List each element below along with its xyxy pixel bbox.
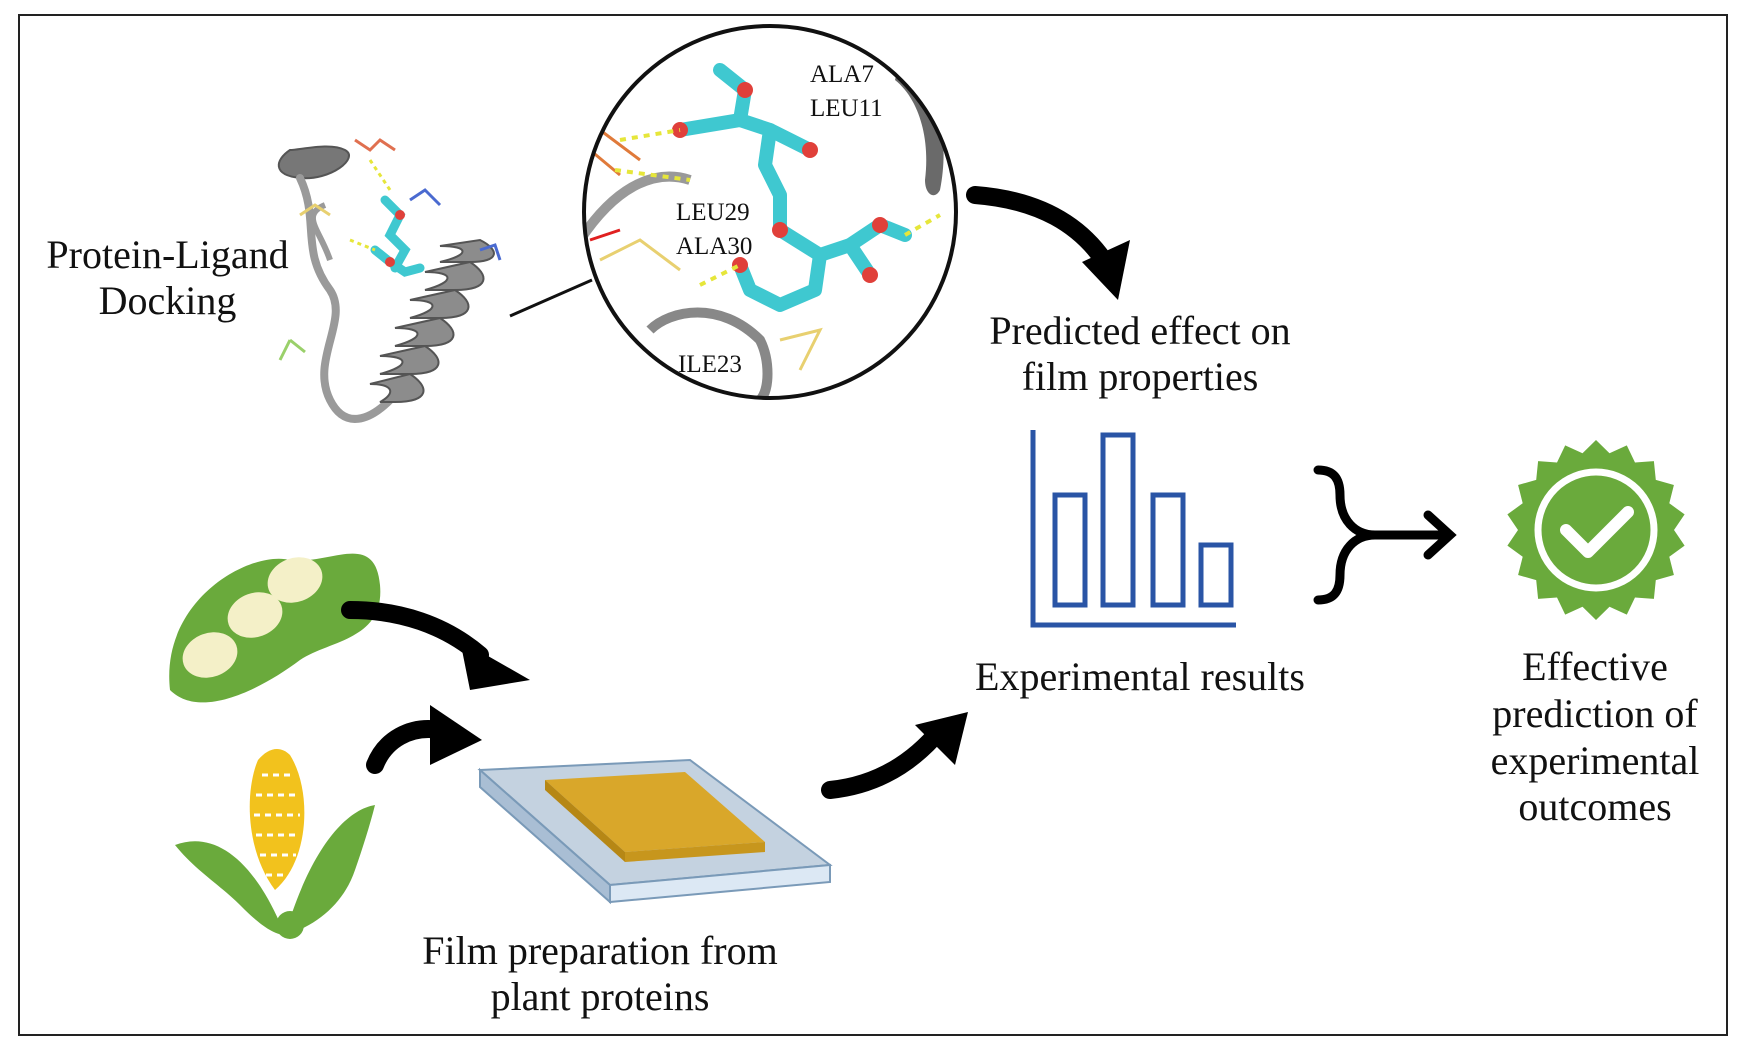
arrow-corn-to-film	[366, 705, 482, 774]
residue-label-2: LEU11	[810, 95, 883, 122]
effective-label-line2: prediction of	[1492, 690, 1698, 736]
residue-label-3: LEU29	[676, 199, 750, 226]
protein-structure-icon	[277, 138, 502, 423]
effective-prediction-label: Effective prediction of experimental out…	[1465, 644, 1725, 831]
bar-chart-icon	[1030, 430, 1236, 628]
corn-icon	[175, 748, 375, 939]
zoom-connector-line	[509, 278, 593, 318]
docking-label-line2: Docking	[98, 278, 237, 323]
film-plate-icon	[477, 758, 833, 905]
soybean-icon	[169, 553, 381, 703]
predicted-label-line1: Predicted effect on	[989, 308, 1291, 353]
residue-label-1: ALA7	[810, 61, 874, 88]
docking-label: Protein-Ligand Docking	[20, 232, 315, 324]
predicted-label: Predicted effect on film properties	[945, 308, 1335, 400]
arrow-soy-to-film	[341, 601, 530, 690]
arrow-to-prediction	[966, 186, 1130, 300]
arrow-film-to-results	[821, 712, 968, 799]
figure-frame	[18, 14, 1728, 1036]
film-label-line1: Film preparation from	[422, 928, 778, 973]
experimental-results-label: Experimental results	[975, 654, 1305, 699]
film-label-line2: plant proteins	[490, 974, 710, 1019]
film-preparation-label: Film preparation from plant proteins	[370, 928, 830, 1020]
verified-seal-icon	[1507, 440, 1685, 620]
effective-label-line4: outcomes	[1518, 784, 1672, 830]
residue-label-4: ALA30	[676, 233, 752, 260]
effective-label-line1: Effective	[1522, 644, 1668, 689]
docking-label-line1: Protein-Ligand	[46, 232, 289, 277]
merge-arrow-icon	[1313, 465, 1457, 605]
effective-label-line3: experimental	[1490, 737, 1700, 783]
residue-label-5: ILE23	[678, 351, 742, 378]
docking-zoom-icon: ALA7 LEU11 LEU29 ALA30 ILE23	[582, 24, 958, 400]
predicted-label-line2: film properties	[1021, 354, 1259, 399]
